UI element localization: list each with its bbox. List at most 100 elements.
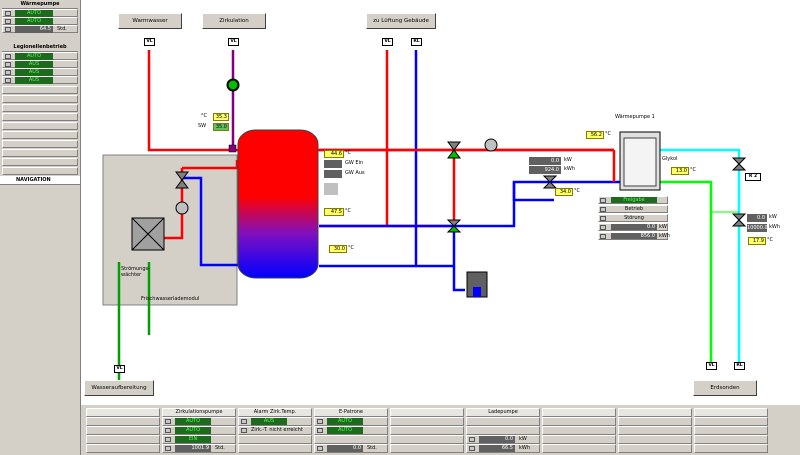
gw-ein-indicator — [324, 160, 342, 168]
leg-row-3[interactable]: AUS — [2, 68, 78, 76]
warmwasser-button[interactable]: Warmwasser — [118, 13, 182, 29]
bottom-column-empty — [618, 408, 692, 454]
settings-icon — [5, 70, 11, 75]
alarm-row-1[interactable]: AUS — [238, 417, 312, 426]
lp-kw-row: 0.0 kW — [466, 435, 540, 444]
heatpump-temp-top: 56.2 — [586, 131, 604, 139]
hp-stoerung: Störung — [611, 215, 657, 221]
alarm-title: Alarm Zirk.Temp. — [238, 408, 312, 417]
valve-fwm — [175, 171, 189, 189]
wp-status-row-2[interactable]: AUTO — [2, 17, 78, 25]
tank-temp-mid-unit: °C — [345, 208, 351, 214]
tank-temp-top-unit: °C — [345, 150, 351, 156]
wp-status-2: AUTO — [15, 18, 53, 25]
valve-top — [447, 141, 461, 159]
zirk-temp-unit: °C — [201, 113, 207, 119]
hand-icon — [241, 419, 247, 424]
heatpump-title: Wärmepumpe 1 — [615, 114, 655, 120]
lp-kw-unit: kW — [519, 436, 527, 442]
zp-hours-unit: Std. — [215, 445, 225, 451]
leg-row-1[interactable]: AUTO — [2, 52, 78, 60]
heatmeter-temp: 34.0 — [555, 188, 573, 196]
bottom-column-empty — [694, 408, 768, 454]
empty-cell — [466, 417, 540, 426]
ep-hours: 0.0 — [327, 445, 363, 452]
ground-temp-unit: °C — [767, 237, 773, 243]
leg-row-2[interactable]: AUS — [2, 60, 78, 68]
empty-cell — [694, 435, 768, 444]
pipe-network — [102, 50, 747, 380]
empty-row — [2, 131, 78, 139]
clock-icon — [5, 27, 11, 32]
waermepumpe-title: Wärmepumpe — [2, 0, 78, 9]
bottom-header-empty — [694, 408, 768, 417]
zp-row-2[interactable]: AUTO — [162, 426, 236, 435]
ep-row-2[interactable]: AUTO — [314, 426, 388, 435]
zirk-sw-value[interactable]: 35.0 — [213, 123, 229, 131]
zirkulationspumpe-title: Zirkulationspumpe — [162, 408, 236, 417]
zirkulation-button[interactable]: Zirkulation — [202, 13, 266, 29]
leg-value-4: AUS — [15, 77, 53, 84]
bottom-column-empty — [390, 408, 464, 454]
hand-icon — [165, 419, 171, 424]
empty-row — [2, 104, 78, 112]
empty-row — [2, 158, 78, 166]
process-diagram: Warmwasser Zirkulation zu Lüftung Gebäud… — [81, 0, 800, 405]
navigation-header[interactable]: NAVIGATION — [0, 176, 80, 185]
leg-row-4[interactable]: AUS — [2, 76, 78, 84]
tank-temp-top: 44.6 — [324, 150, 344, 158]
valve-ground — [731, 157, 747, 171]
alarm-column: Alarm Zirk.Temp. AUS Zirk.-T. nicht erre… — [238, 408, 312, 454]
leg-value-3: AUS — [15, 69, 53, 76]
heatmeter-kwh-unit: kWh — [564, 166, 576, 172]
empty-cell — [694, 444, 768, 453]
vl-tag: VL — [228, 38, 239, 46]
empty-row — [2, 86, 78, 94]
ground-kw-unit: kW — [769, 214, 777, 220]
empty-cell — [542, 444, 616, 453]
tank-temp-bottom: 30.0 — [329, 245, 347, 253]
gw-aus-label: GW Aus — [345, 170, 365, 176]
hp-freigabe-row[interactable]: Freigabe — [598, 196, 668, 204]
gw-ein-label: GW Ein — [345, 160, 364, 166]
erdsonden-button[interactable]: Erdsonden — [693, 380, 757, 396]
empty-cell — [694, 426, 768, 435]
ep-value-1: AUTO — [327, 418, 363, 425]
vl-tag: VL — [144, 38, 155, 46]
empty-row — [2, 122, 78, 130]
zp-row-3: EIN — [162, 435, 236, 444]
leg-value-2: AUS — [15, 61, 53, 68]
lueftung-button[interactable]: zu Lüftung Gebäude — [366, 13, 436, 29]
status-icon — [600, 198, 606, 203]
lp-kw: 0.0 — [479, 436, 515, 443]
empty-cell — [86, 426, 160, 435]
zp-row-1[interactable]: AUTO — [162, 417, 236, 426]
bottom-header-empty — [618, 408, 692, 417]
tank-temp-bottom-unit: °C — [348, 245, 354, 251]
ep-row-1[interactable]: AUTO — [314, 417, 388, 426]
energy-icon — [469, 446, 475, 451]
ground-kw: 0.0 — [747, 214, 767, 222]
empty-row — [2, 140, 78, 148]
gw-aus-indicator — [324, 170, 342, 178]
empty-cell — [238, 444, 312, 453]
hand-icon — [5, 54, 11, 59]
empty-cell — [618, 435, 692, 444]
alarm-icon — [5, 78, 11, 83]
ladepumpe-title: Ladepumpe — [466, 408, 540, 417]
glykol-label: Glykol — [662, 156, 678, 162]
wasseraufbereitung-button[interactable]: Wasseraufbereitung — [84, 380, 154, 396]
hand-icon — [5, 11, 11, 16]
empty-row — [2, 167, 78, 175]
fwm-label: Frischwasserlademodul — [141, 296, 200, 302]
wp-status-row-1[interactable]: AUTO — [2, 9, 78, 17]
empty-row — [2, 95, 78, 103]
hp-stoerung-row: Störung — [598, 214, 668, 222]
alarm-icon — [241, 428, 247, 433]
vl-tag: VL — [382, 38, 393, 46]
